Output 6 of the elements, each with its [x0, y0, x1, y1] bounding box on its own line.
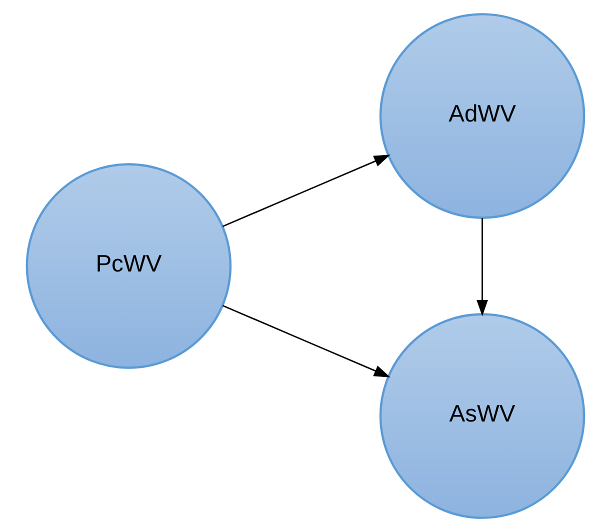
arrow — [476, 218, 488, 316]
node-circle: PcWV — [26, 163, 232, 369]
node-circle: AdWV — [379, 13, 586, 219]
arrow — [222, 304, 390, 378]
arrow — [222, 154, 390, 228]
node-circle: AsWV — [379, 313, 586, 519]
